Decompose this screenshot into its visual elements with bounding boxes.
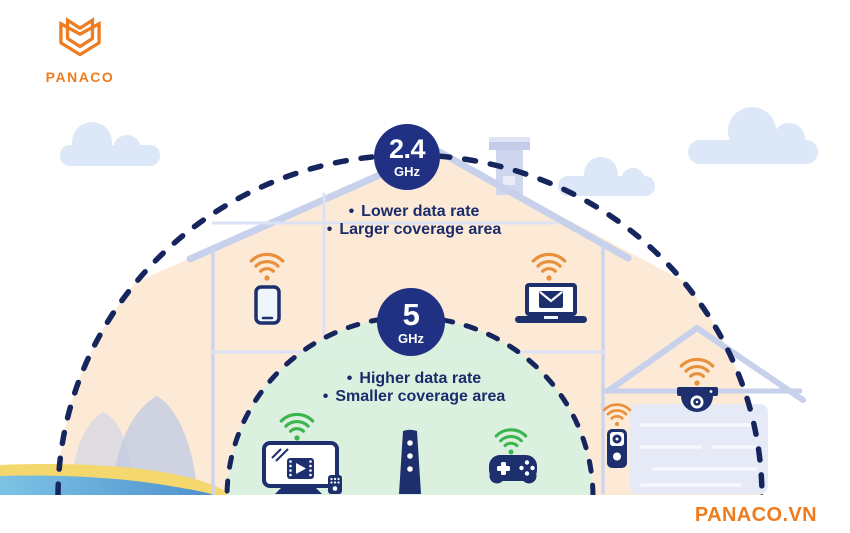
laptop-email-icon: [515, 283, 587, 323]
garage: [601, 325, 806, 494]
cloud-right: [688, 107, 818, 164]
hill-large: [112, 396, 197, 490]
footer: PANACO.VN: [0, 495, 850, 533]
features-24ghz: Lower data rate Larger coverage area: [264, 203, 564, 239]
tv-video-icon: [262, 441, 339, 494]
open-book-icon: [59, 17, 101, 57]
video-doorbell-icon: [607, 429, 627, 468]
garage-door: [630, 404, 768, 494]
cloud-middle: [558, 157, 655, 196]
remote-control-icon: [328, 475, 342, 494]
website-link: PANACO.VN: [694, 504, 817, 526]
cloud-left: [60, 122, 160, 166]
brand-name: PANACO: [45, 69, 115, 85]
smartphone-icon: [254, 285, 281, 325]
features-5ghz: Higher data rate Smaller coverage area: [264, 370, 564, 406]
badge-24ghz-value: 2.4: [388, 134, 426, 164]
feature-item: Higher data rate: [264, 370, 564, 388]
game-controller-icon: [489, 455, 537, 484]
security-camera-icon: [677, 387, 718, 412]
brand-logo: PANACO: [40, 12, 120, 85]
badge-5ghz-value: 5: [402, 297, 420, 332]
badge-24ghz: 2.4 GHz: [374, 124, 440, 190]
badge-5ghz: 5 GHz: [377, 288, 445, 356]
feature-item: Lower data rate: [264, 203, 564, 221]
feature-item: Smaller coverage area: [264, 388, 564, 406]
feature-item: Larger coverage area: [264, 221, 564, 239]
router-icon: [399, 429, 421, 494]
badge-24ghz-unit: GHz: [394, 164, 420, 179]
badge-5ghz-unit: GHz: [398, 331, 424, 346]
